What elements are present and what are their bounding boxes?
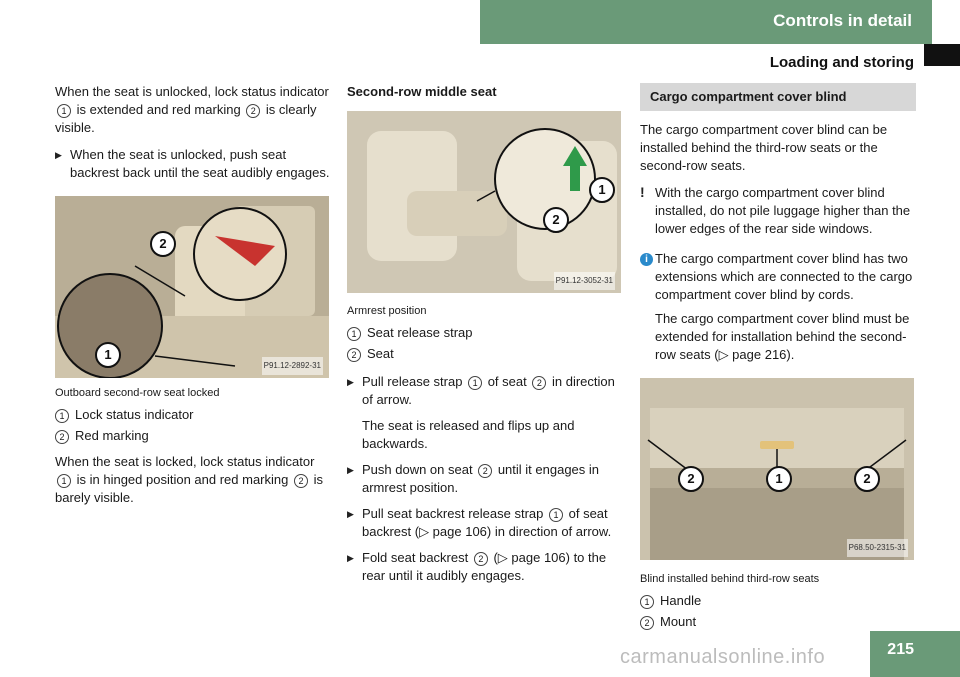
section-heading-bar: Cargo compartment cover blind [640,83,916,111]
figure-caption: Blind installed behind third-row seats [640,573,820,585]
instruction-step: ▶ Pull seat backrest release strap 1 of … [347,506,612,539]
page-number-box: 215 [870,631,960,677]
figure-reference: P91.12-2892-31 [261,357,323,375]
seat-locked-figure: 2 1 P91.12-2892-31 [55,196,329,378]
bullet-arrow-icon: ▶ [347,465,354,475]
callout-1: 1 [95,342,121,368]
callout-2: 2 [678,466,704,492]
warning-icon: ! [640,184,645,200]
callout-1: 1 [589,177,615,203]
figure-caption: Outboard second-row seat locked [55,387,220,399]
page-number: 215 [887,641,914,658]
outro-paragraph: When the seat is locked, lock status ind… [55,454,324,505]
callout-1: 1 [766,466,792,492]
step-note: The seat is released and flips up and ba… [362,418,575,451]
instruction-step: ▶ Pull release strap 1 of seat 2 in dire… [347,374,615,407]
figure-reference: P91.12-3052-31 [553,272,615,290]
subsection-heading: Second-row middle seat [347,84,497,99]
header-tab-marker [924,44,960,66]
seat-illustration [347,111,621,293]
ref-number: 2 [246,103,261,118]
column-left: When the seat is unlocked, lock status i… [55,83,330,516]
section-title: Controls in detail [773,11,912,30]
figure-caption: Armrest position [347,305,427,317]
subsection-title: Loading and storing [769,54,914,71]
info-note-continued: The cargo compartment cover blind must b… [655,311,910,362]
seat-illustration [55,196,329,378]
callout-2: 2 [150,231,176,257]
bullet-arrow-icon: ▶ [347,377,354,387]
column-right: Cargo compartment cover blind The cargo … [640,83,916,634]
info-icon: i [640,250,657,268]
figure-reference: P68.50-2315-31 [846,539,908,557]
callout-2: 2 [854,466,880,492]
cover-blind-figure: 2 1 2 P68.50-2315-31 [640,378,914,560]
info-note: i The cargo compartment cover blind has … [640,250,916,304]
middle-seat-figure: 1 2 P91.12-3052-31 [347,111,621,293]
bullet-arrow-icon: ▶ [347,509,354,519]
instruction-step: ▶ Fold seat backrest 2 (▷ page 106) to t… [347,550,607,583]
intro-paragraph: When the seat is unlocked, lock status i… [55,84,329,135]
column-middle: Second-row middle seat 1 2 P91.12-3052-3… [347,83,623,593]
intro-paragraph: The cargo compartment cover blind can be… [640,122,888,173]
instruction-step: ▶ When the seat is unlocked, push seat b… [55,147,330,180]
watermark: carmanualsonline.info [620,646,826,668]
header-bar [480,0,932,44]
ref-number: 1 [57,103,71,118]
callout-2: 2 [543,207,569,233]
bullet-arrow-icon: ▶ [55,150,62,160]
instruction-step: ▶ Push down on seat 2 until it engages i… [347,462,600,495]
bullet-arrow-icon: ▶ [347,553,354,563]
warning-note: ! With the cargo compartment cover blind… [640,184,911,236]
